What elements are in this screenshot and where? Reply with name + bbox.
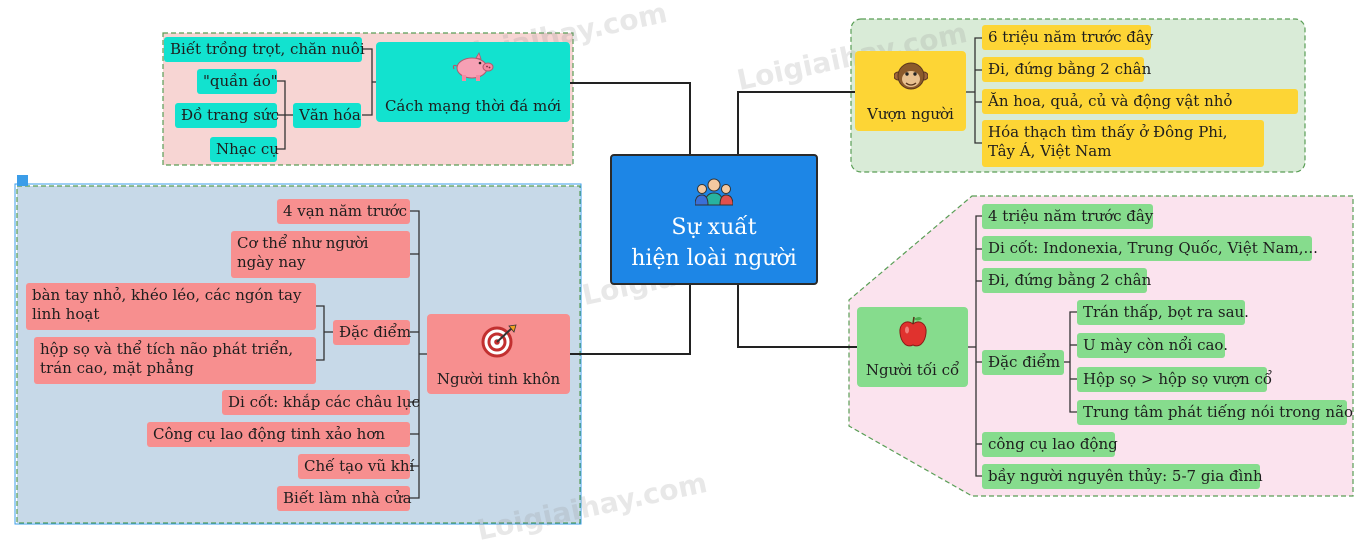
topic-neolithic-revolution[interactable]: Cách mạng thời đá mới — [376, 42, 570, 122]
node-hands[interactable]: bàn tay nhỏ, khéo léo, các ngón tay linh… — [26, 283, 316, 330]
people-icon — [695, 178, 733, 206]
node-instruments[interactable]: Nhạc cụ — [210, 137, 279, 162]
node-brow-ridge[interactable]: U mày còn nổi cao. — [1077, 333, 1228, 358]
node-bipedal[interactable]: Đi, đứng bằng 2 chân — [982, 57, 1151, 82]
node-jewelry[interactable]: Đồ trang sức — [175, 103, 279, 128]
node-refined-tools[interactable]: Công cụ lao động tinh xảo hơn — [147, 422, 410, 447]
node-fossils[interactable]: Hóa thạch tìm thấy ở Đông Phi, Tây Á, Vi… — [982, 120, 1264, 167]
monkey-icon — [893, 62, 928, 90]
node-agriculture[interactable]: Biết trồng trọt, chăn nuôi — [164, 37, 365, 62]
node-brain[interactable]: hộp sọ và thể tích não phát triển, trán … — [34, 337, 316, 384]
center-title-line1: Sự xuất — [671, 215, 757, 240]
center-title-line2: hiện loài người — [631, 246, 797, 271]
topic-title: Người tinh khôn — [436, 370, 561, 388]
topic-title: Vượn người — [867, 105, 954, 123]
node-speech-center[interactable]: Trung tâm phát tiếng nói trong não — [1077, 400, 1353, 425]
topic-homo-erectus[interactable]: Người tối cổ — [857, 307, 968, 387]
node-clothing[interactable]: "quần áo" — [197, 69, 278, 94]
apple-icon — [898, 316, 927, 347]
center-topic[interactable]: Sự xuất hiện loài người — [610, 154, 818, 285]
node-weapons[interactable]: Chế tạo vũ khí — [298, 454, 414, 479]
pig-icon — [452, 52, 494, 81]
node-6-million-years[interactable]: 6 triệu năm trước đây — [982, 25, 1153, 50]
node-features[interactable]: Đặc điểm — [333, 320, 411, 345]
topic-homo-sapiens[interactable]: Người tinh khôn — [427, 314, 570, 394]
topic-title: Cách mạng thời đá mới — [384, 97, 562, 115]
node-bipedal[interactable]: Đi, đứng bằng 2 chân — [982, 268, 1151, 293]
node-4-million-years[interactable]: 4 triệu năm trước đây — [982, 204, 1153, 229]
node-houses[interactable]: Biết làm nhà cửa — [277, 486, 412, 511]
node-features[interactable]: Đặc điểm — [982, 350, 1064, 375]
node-tools[interactable]: công cụ lao động — [982, 432, 1118, 457]
node-fossil-sites[interactable]: Di cốt: Indonexia, Trung Quốc, Việt Nam,… — [982, 236, 1318, 261]
node-body-like-today[interactable]: Cơ thể như người ngày nay — [231, 231, 410, 278]
topic-ape-human[interactable]: Vượn người — [855, 51, 966, 131]
topic-title: Người tối cổ — [865, 361, 960, 379]
node-culture[interactable]: Văn hóa — [293, 103, 361, 128]
node-primitive-herds[interactable]: bầy người nguyên thủy: 5-7 gia đình — [982, 464, 1263, 489]
node-40000-years[interactable]: 4 vạn năm trước — [277, 199, 410, 224]
target-icon — [481, 324, 517, 358]
node-diet[interactable]: Ăn hoa, quả, củ và động vật nhỏ — [982, 89, 1298, 114]
node-skull[interactable]: Hộp sọ > hộp sọ vượn cổ — [1077, 367, 1272, 392]
node-forehead[interactable]: Trán thấp, bọt ra sau. — [1077, 300, 1249, 325]
node-fossils-everywhere[interactable]: Di cốt: khắp các châu lục — [222, 390, 420, 415]
collapse-handle[interactable] — [17, 175, 28, 186]
